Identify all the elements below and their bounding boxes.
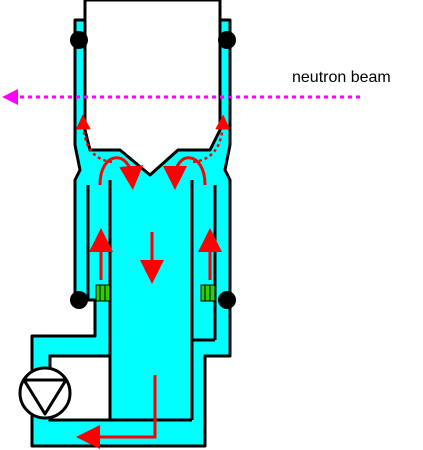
o-ring-icon xyxy=(70,31,88,49)
sample-holder xyxy=(83,0,222,177)
flow-arrow-curl-left xyxy=(98,156,144,190)
neutron-beam-label: neutron beam xyxy=(292,69,391,86)
flow-arrow-curl-right xyxy=(163,156,207,190)
filter-right xyxy=(200,284,216,302)
neutron-beam xyxy=(2,89,360,105)
o-ring-icon xyxy=(218,291,236,309)
pump-icon xyxy=(18,366,72,420)
o-ring-icon xyxy=(218,31,236,49)
leak-arrow-right xyxy=(192,114,231,164)
flow-arrow-return xyxy=(76,375,157,449)
flow-arrows xyxy=(76,156,222,449)
filter-left xyxy=(95,284,111,302)
o-ring-icon xyxy=(70,291,88,309)
leak-arrows xyxy=(75,114,231,164)
leak-arrow-left xyxy=(75,114,113,164)
